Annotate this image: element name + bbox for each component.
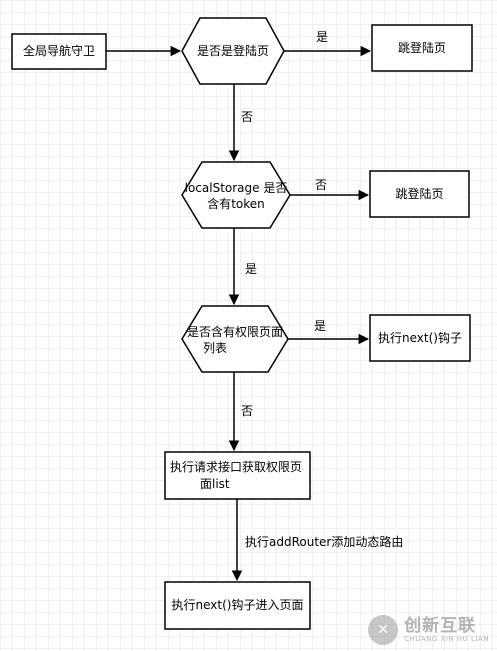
edge-add-router-label: 执行addRouter添加动态路由 <box>245 535 404 549</box>
request-api-node <box>164 451 311 500</box>
edge-token-yes-label: 是 <box>245 262 258 276</box>
goto-login-1-label: 跳登陆页 <box>397 41 446 55</box>
decision-permission-label-line2: 列表 <box>203 341 228 355</box>
edge-perm-no-label: 否 <box>241 404 254 418</box>
goto-login-2-label: 跳登陆页 <box>395 187 444 201</box>
decision-token-label-line2: 含有token <box>207 197 265 211</box>
next-hook-2-label: 执行next()钩子进入页面 <box>171 598 304 612</box>
next-hook-node-2 <box>164 581 311 630</box>
next-hook-1-label: 执行next()钩子 <box>378 331 462 345</box>
decision-token-label-line1: localStorage 是否 <box>184 181 288 195</box>
decision-login-page-label: 是否是登陆页 <box>196 44 269 58</box>
goto-login-node-2 <box>369 170 470 218</box>
watermark: ✕ 创新互联 CHUANG XIN HU LIAN <box>368 615 489 645</box>
start-node <box>11 33 107 70</box>
edge-perm-yes-label: 是 <box>314 319 327 333</box>
request-api-label-line1: 执行请求接口获取权限页 <box>170 460 303 474</box>
decision-permission-label-line1: 是否含有权限页面 <box>186 325 283 339</box>
edge-token-no-label: 否 <box>315 178 328 192</box>
edge-login-yes-label: 是 <box>316 30 329 44</box>
request-api-label-line2: 面list <box>200 477 230 491</box>
watermark-logo-icon: ✕ <box>368 615 399 645</box>
start-node-label: 全局导航守卫 <box>22 44 95 58</box>
edge-login-no-label: 否 <box>241 110 254 124</box>
next-hook-node-1 <box>369 314 471 362</box>
watermark-cn: 创新互联 <box>404 615 477 636</box>
goto-login-node-1 <box>371 24 473 72</box>
watermark-en: CHUANG XIN HU LIAN <box>404 634 489 643</box>
